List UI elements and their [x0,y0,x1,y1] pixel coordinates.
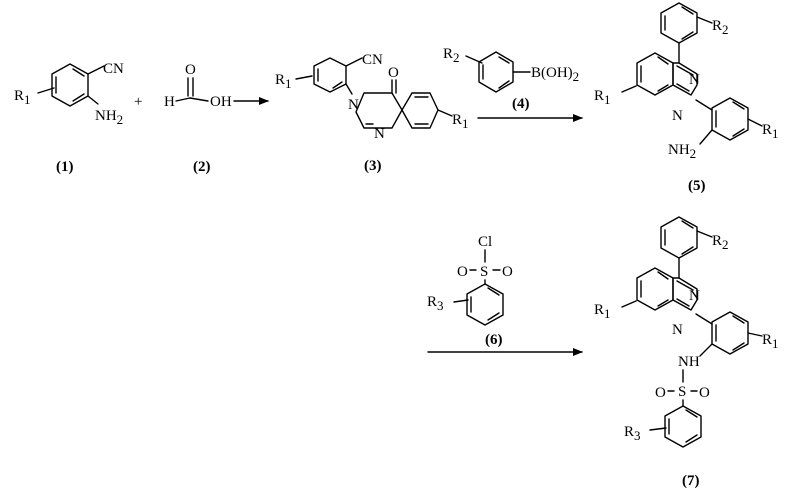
c6-o2-label: O [502,264,513,280]
c7-o2-label: O [699,385,710,401]
c1-nh2-label: NH2 [95,108,123,127]
compound-5: R2 N N R1 R1 NH2 [594,2,779,161]
compound-7: R2 N N R1 R1 NH S O O R3 [594,216,779,448]
c2-h-label: H [164,94,175,110]
compound-1-number: (1) [56,159,74,175]
c5-n1-label: N [689,72,700,88]
compound-6-number: (6) [485,332,503,348]
compound-1: R1 CN NH2 [14,61,124,127]
c5-r2-label: R2 [712,18,729,37]
c3-r1-label: R1 [275,72,292,91]
c3-o-label: O [388,65,399,81]
compound-3-number: (3) [364,158,382,174]
c2-o-label: O [185,62,196,78]
c5-nh2-label: NH2 [668,142,696,161]
c7-r1-label: R1 [594,302,611,321]
c7-n1-label: N [689,288,700,304]
c7-r2-label: R2 [712,233,729,252]
c6-r3-label: R3 [427,294,444,313]
compound-6: Cl S O O R3 [427,234,513,326]
compound-7-number: (7) [682,473,700,489]
compound-4: R2 B(OH)2 [443,46,579,93]
c5-r1b-label: R1 [762,122,779,141]
compound-3: R1 CN N O N R1 [275,52,469,142]
c7-s-label: S [678,384,686,400]
c2-oh-label: OH [210,94,232,110]
compound-2: O H OH [164,62,232,110]
compound-4-number: (4) [512,96,530,112]
c5-r1-label: R1 [594,88,611,107]
c6-s-label: S [480,264,488,280]
c5-n2-label: N [672,108,683,124]
c7-nh-label: NH [678,354,700,370]
c7-o1-label: O [655,385,666,401]
c3-n-label: N [348,97,359,113]
c4-r2-label: R2 [443,46,460,65]
plus-sign: + [134,94,142,110]
c7-n2-label: N [672,322,683,338]
c1-r1-label: R1 [14,88,31,107]
c3-cn-label: CN [362,52,383,68]
c4-boh-label: B(OH)2 [531,65,579,84]
c6-cl-label: Cl [478,234,492,250]
c7-r3-label: R3 [624,424,641,443]
compound-5-number: (5) [688,178,706,194]
compound-2-number: (2) [193,159,211,175]
c1-cn-label: CN [103,61,124,77]
c3-r1b-label: R1 [452,112,469,131]
c6-o1-label: O [457,264,468,280]
c7-r1b-label: R1 [762,332,779,351]
c3-n2-label: N [374,126,385,142]
